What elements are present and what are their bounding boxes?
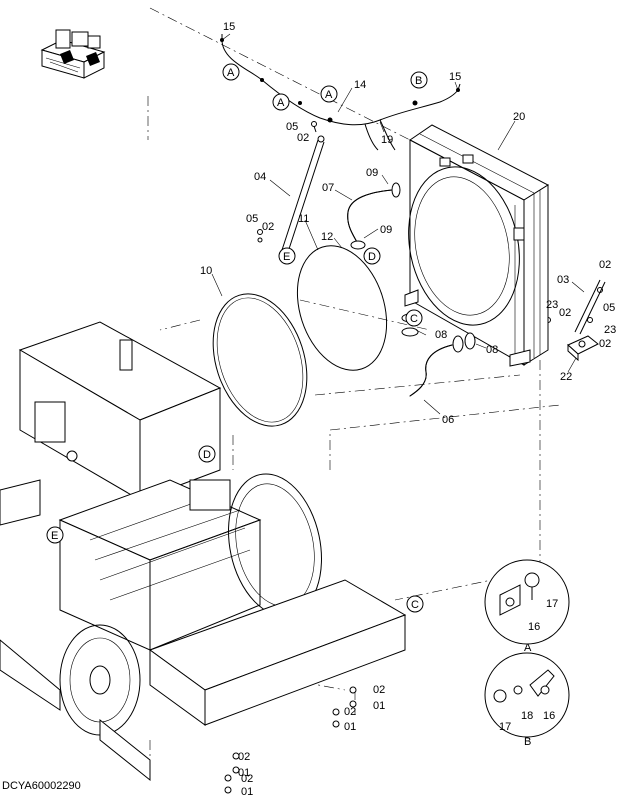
wire-harness — [220, 34, 461, 151]
machine-orientation-icon — [40, 29, 106, 79]
radiator-20 — [404, 124, 550, 367]
part-label-15: 15 — [223, 21, 235, 33]
part-label-05: 05 — [246, 213, 258, 225]
part-label-22: 22 — [560, 371, 572, 383]
part-label-08: 08 — [486, 344, 498, 356]
detail-view-b — [484, 652, 570, 738]
part-label-02: 02 — [344, 706, 356, 718]
part-label-02: 02 — [599, 259, 611, 271]
support-rod-04 — [280, 135, 325, 256]
part-label-02: 02 — [297, 132, 309, 144]
callout-c: C — [410, 313, 418, 325]
part-label-23: 23 — [546, 299, 558, 311]
part-label-09: 09 — [380, 224, 392, 236]
part-label-05: 05 — [286, 121, 298, 133]
callout-d: D — [203, 449, 211, 461]
callout-b: B — [415, 75, 422, 87]
detail-a-caption: A — [524, 642, 532, 654]
callout-markers: A A A B C C D D E E — [46, 63, 428, 613]
callout-d: D — [368, 251, 376, 263]
part-label-23: 23 — [604, 324, 616, 336]
part-label-08: 08 — [435, 329, 447, 341]
part-label-16: 16 — [528, 621, 540, 633]
part-label-02: 02 — [559, 307, 571, 319]
upper-hose-07 — [347, 182, 401, 250]
part-label-16: 16 — [543, 710, 555, 722]
part-label-01: 01 — [241, 786, 253, 798]
callout-a: A — [325, 89, 333, 101]
part-label-02: 02 — [599, 338, 611, 350]
shroud-seal-10 — [212, 293, 308, 427]
part-label-05: 05 — [603, 302, 615, 314]
leader-lines — [211, 33, 585, 415]
callout-e: E — [283, 251, 290, 263]
part-label-10: 10 — [200, 265, 212, 277]
part-label-09: 09 — [366, 167, 378, 179]
part-label-01: 01 — [344, 721, 356, 733]
part-label-20: 20 — [513, 111, 525, 123]
document-code: DCYA60002290 — [2, 780, 81, 792]
part-label-02: 02 — [241, 773, 253, 785]
engine-assembly — [18, 321, 322, 736]
part-label-12: 12 — [321, 231, 333, 243]
mount-22 — [567, 335, 599, 362]
callout-c: C — [411, 599, 419, 611]
part-label-03: 03 — [557, 274, 569, 286]
part-label-04: 04 — [254, 171, 266, 183]
part-label-01: 01 — [373, 700, 385, 712]
callout-a: A — [277, 97, 285, 109]
part-label-18: 18 — [521, 710, 533, 722]
part-number-labels: 15 15 14 19 20 05 02 04 07 09 09 05 02 1… — [200, 21, 616, 798]
part-label-02: 02 — [373, 684, 385, 696]
part-label-17: 17 — [499, 721, 511, 733]
fan-cover-11 — [296, 245, 388, 371]
part-label-14: 14 — [354, 79, 366, 91]
detail-view-a — [484, 559, 570, 645]
part-label-01: 01 — [238, 767, 250, 779]
part-label-06: 06 — [442, 414, 454, 426]
part-label-19: 19 — [381, 134, 393, 146]
part-label-02: 02 — [238, 751, 250, 763]
part-label-17: 17 — [546, 598, 558, 610]
callout-a: A — [227, 67, 235, 79]
part-label-15: 15 — [449, 71, 461, 83]
callout-e: E — [51, 530, 58, 542]
part-label-02: 02 — [262, 221, 274, 233]
part-label-11: 11 — [298, 213, 309, 225]
part-label-07: 07 — [322, 182, 334, 194]
bracket-03 — [574, 279, 606, 335]
detail-b-caption: B — [524, 736, 531, 748]
frame — [0, 479, 407, 782]
